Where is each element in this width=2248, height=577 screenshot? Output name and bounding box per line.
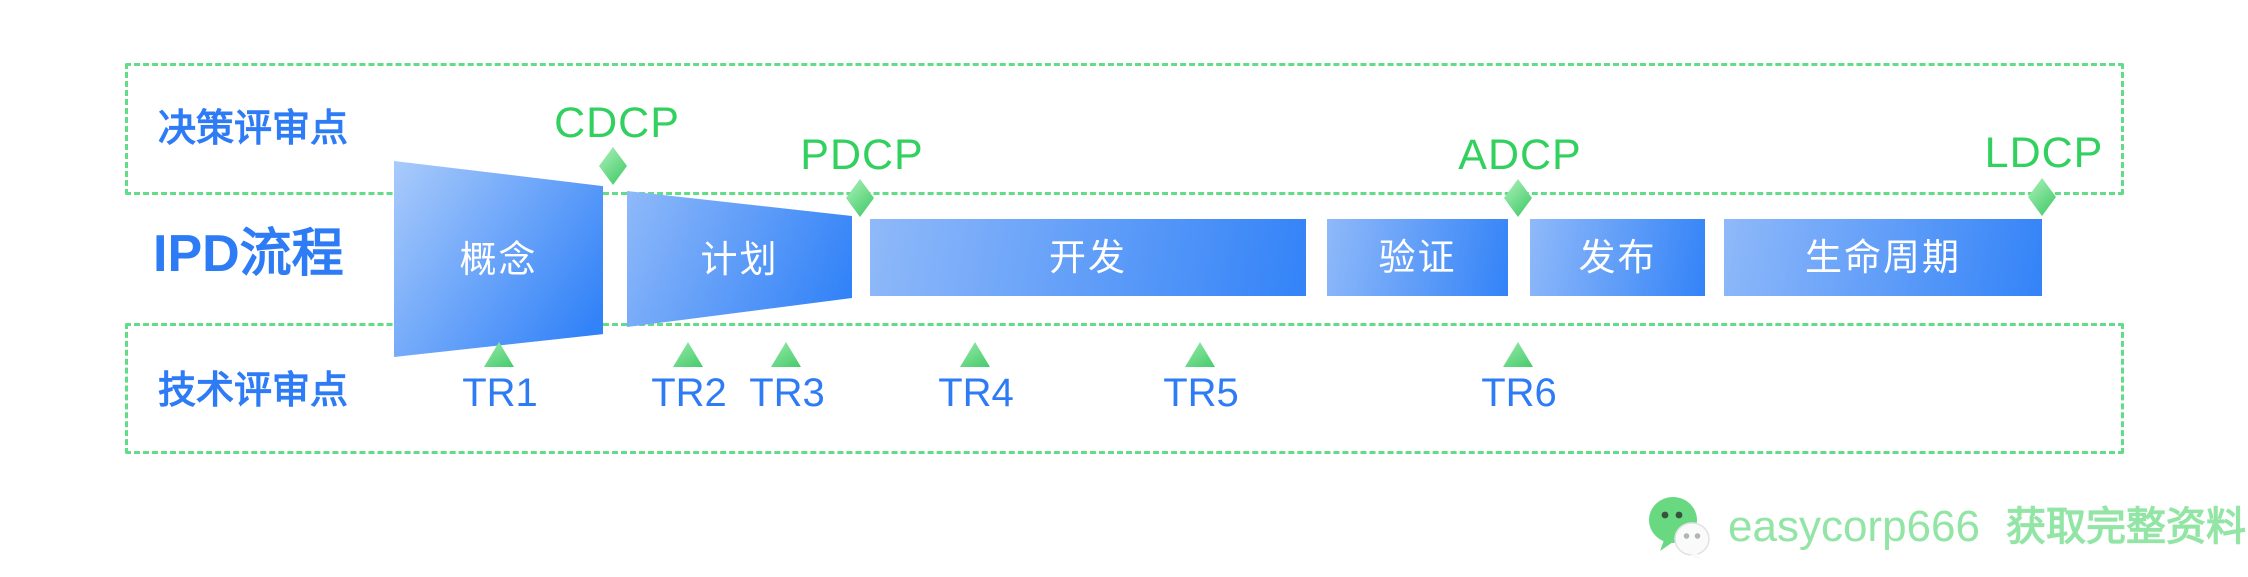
tech-point-tr5-label: TR5: [1163, 371, 1239, 415]
watermark-wechat-id: easycorp666: [1728, 502, 1980, 551]
stage-release-label: 发布: [1578, 237, 1657, 278]
decision-point-adcp-label: ADCP: [1458, 131, 1582, 179]
watermark-cta-text: 获取完整资料: [2005, 505, 2246, 549]
watermark: easycorp666 获取完整资料: [1648, 492, 2246, 562]
tech-review-box: [125, 323, 2124, 454]
decision-point-ldcp-label: LDCP: [1984, 129, 2104, 177]
decision-point-cdcp-label: CDCP: [554, 99, 680, 147]
decision-row-label: 决策评审点: [158, 108, 349, 150]
stage-plan-label: 计划: [700, 238, 779, 280]
decision-point-pdcp-label: PDCP: [800, 131, 924, 179]
process-row-label: IPD流程: [153, 225, 344, 283]
stage-lifecycle: 生命周期: [1724, 219, 2042, 296]
stage-concept-label: 概念: [459, 238, 538, 280]
stage-development: 开发: [870, 219, 1306, 296]
tech-point-tr2-label: TR2: [651, 371, 727, 415]
stage-verification: 验证: [1327, 219, 1508, 296]
stage-release: 发布: [1530, 219, 1705, 296]
stage-lifecycle-label: 生命周期: [1805, 237, 1961, 278]
tech-row-label: 技术评审点: [158, 370, 349, 412]
stage-concept: 概念: [394, 161, 603, 357]
tech-point-tr6-label: TR6: [1481, 371, 1557, 415]
tech-point-tr4-label: TR4: [938, 371, 1014, 415]
decision-review-box: [125, 63, 2124, 195]
stage-verification-label: 验证: [1378, 237, 1457, 278]
tech-point-tr1-label: TR1: [462, 371, 538, 415]
stage-plan: 计划: [627, 191, 852, 327]
tech-point-tr3-label: TR3: [749, 371, 825, 415]
wechat-icon: [1648, 494, 1710, 560]
stage-development-label: 开发: [1049, 237, 1127, 278]
